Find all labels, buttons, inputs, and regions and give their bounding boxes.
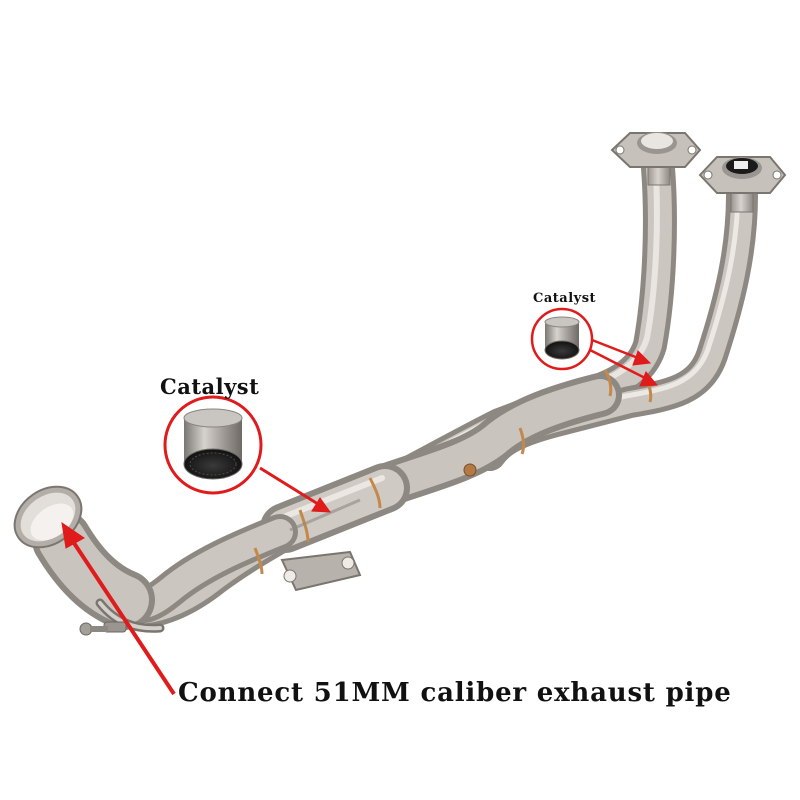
mount-bracket [280,550,362,592]
catalyst-label-large: Catalyst [160,374,260,399]
catalyst-core-icon [183,408,243,480]
outlet-caption: Connect 51MM caliber exhaust pipe [178,678,732,708]
flange-right [698,156,787,213]
arrow-outlet [61,521,176,696]
arrow-catalyst-large [259,466,332,513]
annotation-arrows [61,338,659,696]
pipe-assembly [13,151,758,636]
catalyst-label-small: Catalyst [533,291,597,306]
arrow-catalyst-small-upper [591,338,652,366]
flange-left [610,132,702,186]
arrow-catalyst-small-lower [589,348,659,387]
catalyst-core-icon-small [544,316,580,360]
sensor-boss [463,463,477,477]
catalyst-callout-large [163,395,263,495]
exhaust-flange-icon [610,132,787,213]
catalyst-callout-small [530,307,594,371]
